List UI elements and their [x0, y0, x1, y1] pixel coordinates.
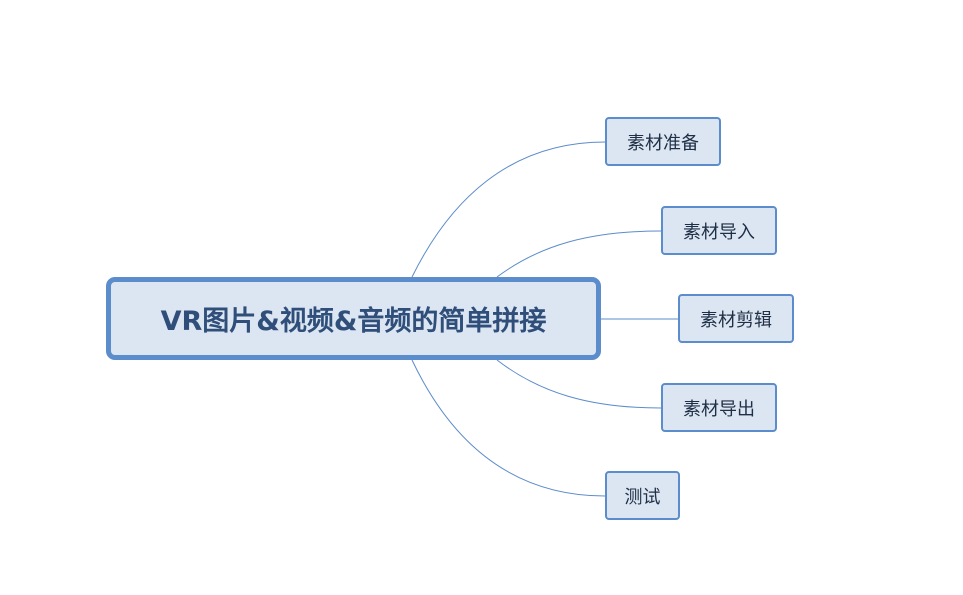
subtopic-label: 素材导出	[683, 398, 755, 420]
subtopic-material-export[interactable]: 素材导出	[661, 383, 777, 432]
central-topic[interactable]: VR图片&视频&音频的简单拼接	[106, 277, 601, 360]
subtopic-material-import[interactable]: 素材导入	[661, 206, 777, 255]
connector-5	[411, 359, 606, 497]
connector-2	[496, 230, 662, 278]
central-topic-label: VR图片&视频&音频的简单拼接	[160, 306, 547, 337]
connector-4	[496, 359, 662, 409]
connector-1	[411, 141, 606, 278]
subtopic-material-preparation[interactable]: 素材准备	[605, 117, 721, 166]
subtopic-test[interactable]: 测试	[605, 471, 680, 520]
subtopic-material-editing[interactable]: 素材剪辑	[678, 294, 794, 343]
subtopic-label: 素材剪辑	[700, 309, 772, 331]
subtopic-label: 测试	[624, 486, 661, 508]
subtopic-label: 素材准备	[627, 132, 699, 154]
subtopic-label: 素材导入	[683, 221, 755, 243]
